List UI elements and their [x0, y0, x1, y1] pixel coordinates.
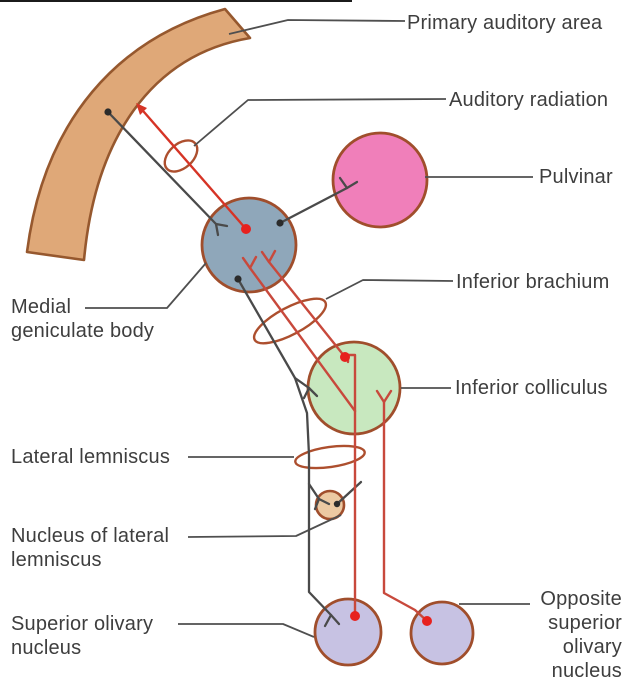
colliculus-red-terminal-fork	[375, 389, 393, 404]
mgb-to-pulvinar-fiber	[278, 186, 349, 225]
cortex-band	[25, 7, 252, 262]
pulvinar-circle	[331, 131, 429, 229]
cortex-arrowhead-icon	[136, 103, 147, 115]
superior-olivary-terminal-fork	[323, 613, 341, 628]
olivary-fiber-branch-to-mgb	[248, 266, 357, 413]
pulvinar-terminal-fork	[338, 176, 359, 190]
inferior-colliculus-terminal-fork	[302, 386, 319, 400]
label-primary-auditory-area: Primary auditory area	[407, 12, 603, 34]
opposite-superior-olivary-nucleus-circle	[409, 600, 475, 666]
lateral-lemniscus-ellipse	[294, 444, 366, 470]
label-nucleus-of-lateral-lemniscus: Nucleus of lateral lemniscus	[11, 525, 170, 571]
mgb-terminal-fork	[214, 222, 229, 237]
top-edge-artifact	[0, 0, 352, 2]
collateral-to-nucleus-lateral-lemniscus	[307, 482, 321, 501]
leader-medial-geniculate-body	[85, 262, 207, 309]
mgb-descending-fiber	[236, 277, 333, 617]
cortex-to-mgb-fiber	[106, 110, 218, 226]
nucleus-lateral-lemniscus-terminal-fork	[313, 497, 331, 511]
black-somata	[104, 108, 341, 508]
opposite-olivary-red-soma-dot	[422, 616, 432, 626]
red-fibers	[241, 249, 429, 623]
collateral-to-inferior-colliculus	[293, 376, 311, 390]
opposite-olivary-ascending-fiber	[382, 400, 429, 623]
label-opposite-superior-olivary-nucleus: Opposite superior olivary nucleus	[540, 588, 622, 682]
inferior-colliculus-red-soma-dot	[340, 352, 350, 362]
gray-fibers	[106, 110, 363, 628]
label-pulvinar: Pulvinar	[539, 166, 613, 188]
mgb-to-cortex-fiber	[142, 110, 248, 231]
leader-superior-olivary-nucleus	[178, 623, 315, 638]
superior-olivary-red-soma-dot	[350, 611, 360, 621]
nucleus-lateral-lemniscus-soma-dot	[333, 500, 341, 508]
label-lateral-lemniscus: Lateral lemniscus	[11, 446, 171, 468]
medial-geniculate-body-circle	[200, 196, 298, 294]
colliculus-to-mgb-fiber	[267, 260, 347, 359]
mgb-soma-dot-bottom	[234, 275, 242, 283]
nucleus-lateral-lemniscus-axon	[335, 480, 363, 506]
cortex-soma-dot	[104, 108, 112, 116]
label-medial-geniculate-body: Medial geniculate body	[11, 296, 155, 342]
mgb-soma-dot-right	[276, 219, 284, 227]
mgb-red-terminal-fork-right	[260, 249, 277, 264]
leader-nucleus-of-lateral-lemniscus	[187, 514, 342, 538]
label-inferior-brachium: Inferior brachium	[456, 271, 610, 293]
mgb-red-terminal-fork-left	[241, 255, 258, 270]
label-auditory-radiation: Auditory radiation	[449, 89, 609, 111]
label-inferior-colliculus: Inferior colliculus	[455, 377, 608, 399]
leader-auditory-radiation	[193, 98, 447, 147]
leader-lines	[85, 19, 533, 638]
label-superior-olivary-nucleus: Superior olivary nucleus	[11, 613, 154, 659]
leader-primary-auditory-area	[228, 19, 406, 35]
leader-inferior-brachium	[325, 279, 454, 300]
red-somata	[241, 224, 432, 626]
mgb-red-soma-dot	[241, 224, 251, 234]
